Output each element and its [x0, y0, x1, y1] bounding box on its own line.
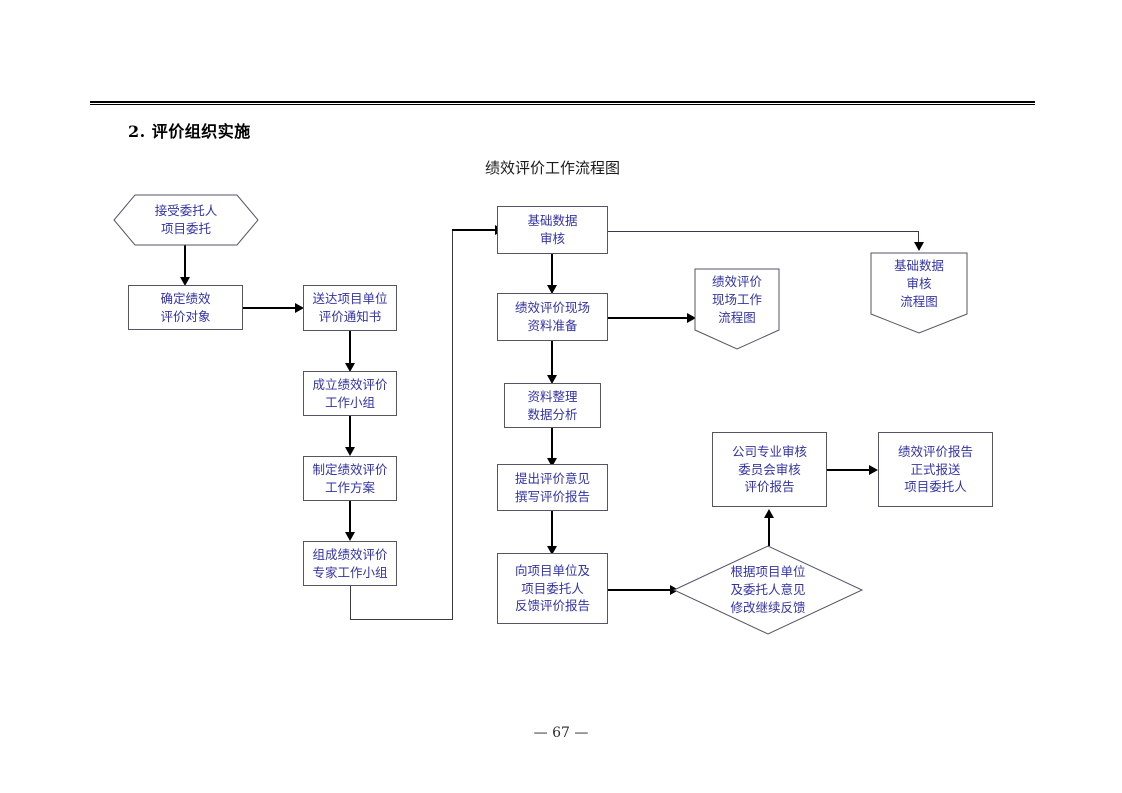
edge-feedback-to-decision: [608, 589, 672, 591]
edge-establish-to-plan-arrow: [345, 447, 355, 456]
page-number: — 67 —: [533, 725, 589, 741]
node-line: 提出评价意见: [514, 470, 590, 486]
node-line: 接受委托人: [154, 203, 218, 219]
node-line: 评价报告: [744, 479, 795, 495]
edge-committee-to-submission-arrow: [869, 465, 878, 475]
header-divider: [90, 101, 1035, 105]
node-line: 绩效评价现场: [514, 300, 590, 316]
node-line: 流程图: [900, 293, 938, 309]
node-line: 正式报送: [910, 461, 961, 477]
edge-deliver-to-establish: [349, 331, 351, 364]
edge-onsite-to-flowdoc-arrow: [687, 313, 696, 323]
node-basic-data-review[interactable]: 基础数据 审核: [497, 206, 608, 254]
edge-onsite-to-data: [551, 341, 553, 376]
node-line: 制定绩效评价: [312, 461, 388, 477]
edge-expert-to-basic-seg4: [452, 229, 498, 231]
node-line: 资料整理: [527, 388, 578, 404]
node-line: 绩效评价报告: [897, 443, 973, 459]
edge-basic-to-flowdoc-arrow: [914, 242, 924, 251]
node-line: 送达项目单位: [312, 291, 388, 307]
node-line: 项目委托人: [904, 479, 967, 495]
node-line: 工作方案: [324, 479, 375, 495]
edge-onsite-to-flowdoc: [608, 317, 688, 319]
node-line: 专家工作小组: [312, 564, 388, 580]
edge-basic-to-flowdoc-seg2: [918, 231, 919, 243]
chart-title: 绩效评价工作流程图: [485, 159, 621, 177]
node-establish-workgroup[interactable]: 成立绩效评价 工作小组: [303, 371, 397, 416]
node-line: 项目委托人: [521, 580, 584, 596]
node-line: 资料准备: [527, 318, 578, 333]
edge-determine-to-deliver: [243, 307, 296, 309]
edge-basic-to-onsite-arrow: [547, 285, 557, 294]
node-revise-decision[interactable]: 根据项目单位 及委托人意见 修改继续反馈: [673, 545, 863, 635]
node-line: 基础数据: [893, 258, 944, 274]
node-line: 撰写评价报告: [514, 488, 590, 504]
edge-decision-to-committee-arrow: [764, 509, 774, 518]
edge-determine-to-deliver-arrow: [295, 303, 304, 313]
node-formal-submission[interactable]: 绩效评价报告 正式报送 项目委托人: [878, 432, 993, 507]
node-basic-data-flow-doc[interactable]: 基础数据 审核 流程图: [870, 252, 968, 316]
edge-expert-to-basic-seg3: [452, 229, 453, 620]
edge-deliver-to-establish-arrow: [345, 363, 355, 372]
header-divider-thin: [90, 104, 1035, 105]
node-line: 向项目单位及: [514, 562, 590, 578]
node-line: 委员会审核: [738, 461, 801, 477]
node-line: 组成绩效评价: [312, 546, 388, 562]
edge-report-to-feedback: [551, 511, 553, 547]
node-line: 流程图: [718, 309, 756, 325]
edge-basic-to-flowdoc-seg1: [608, 231, 919, 232]
edge-committee-to-submission: [827, 469, 871, 471]
edge-expert-to-basic-seg2: [350, 619, 453, 620]
node-form-expert-group[interactable]: 组成绩效评价 专家工作小组: [303, 541, 397, 586]
edge-data-to-report: [551, 428, 553, 459]
node-line: 审核: [906, 276, 932, 292]
node-accept-commission[interactable]: 接受委托人 项目委托: [113, 194, 259, 246]
edge-basic-to-onsite: [551, 254, 553, 286]
node-line: 现场工作: [711, 292, 762, 308]
node-write-report[interactable]: 提出评价意见 撰写评价报告: [497, 464, 608, 511]
node-committee-review[interactable]: 公司专业审核 委员会审核 评价报告: [712, 432, 827, 507]
edge-onsite-to-data-arrow: [547, 375, 557, 384]
header-divider-thick: [90, 101, 1035, 103]
edge-accept-to-determine-arrow: [180, 277, 190, 286]
node-make-workplan[interactable]: 制定绩效评价 工作方案: [303, 456, 397, 501]
node-determine-target[interactable]: 确定绩效 评价对象: [128, 285, 243, 330]
node-deliver-notice[interactable]: 送达项目单位 评价通知书: [303, 285, 397, 331]
node-line: 工作小组: [324, 394, 375, 410]
edge-decision-to-committee: [768, 518, 770, 546]
edge-expert-to-basic-seg1: [350, 586, 351, 620]
node-line: 审核: [539, 231, 565, 246]
node-onsite-material-prep[interactable]: 绩效评价现场 资料准备: [497, 293, 608, 341]
node-line: 根据项目单位: [730, 564, 806, 580]
edge-plan-to-expert: [349, 501, 351, 533]
edge-plan-to-expert-arrow: [345, 532, 355, 541]
section-heading: 2. 评价组织实施: [128, 122, 251, 141]
node-line: 成立绩效评价: [312, 376, 388, 392]
edge-establish-to-plan: [349, 416, 351, 448]
node-line: 公司专业审核: [731, 443, 807, 459]
node-line: 评价对象: [160, 308, 211, 324]
node-feedback-report[interactable]: 向项目单位及 项目委托人 反馈评价报告: [497, 553, 608, 624]
edge-report-to-feedback-arrow: [547, 546, 557, 555]
edge-accept-to-determine: [184, 245, 186, 278]
node-line: 反馈评价报告: [514, 598, 590, 614]
node-line: 评价通知书: [318, 309, 382, 324]
node-line: 绩效评价: [711, 274, 762, 290]
node-line: 数据分析: [527, 406, 578, 422]
node-line: 修改继续反馈: [730, 599, 806, 615]
edge-data-to-report-arrow: [547, 458, 557, 467]
node-onsite-flow-doc[interactable]: 绩效评价 现场工作 流程图: [694, 268, 780, 332]
node-line: 基础数据: [527, 213, 578, 229]
node-line: 项目委托: [160, 221, 211, 236]
node-data-organize-analysis[interactable]: 资料整理 数据分析: [504, 383, 601, 428]
node-line: 确定绩效: [160, 290, 211, 306]
node-line: 及委托人意见: [730, 582, 806, 598]
